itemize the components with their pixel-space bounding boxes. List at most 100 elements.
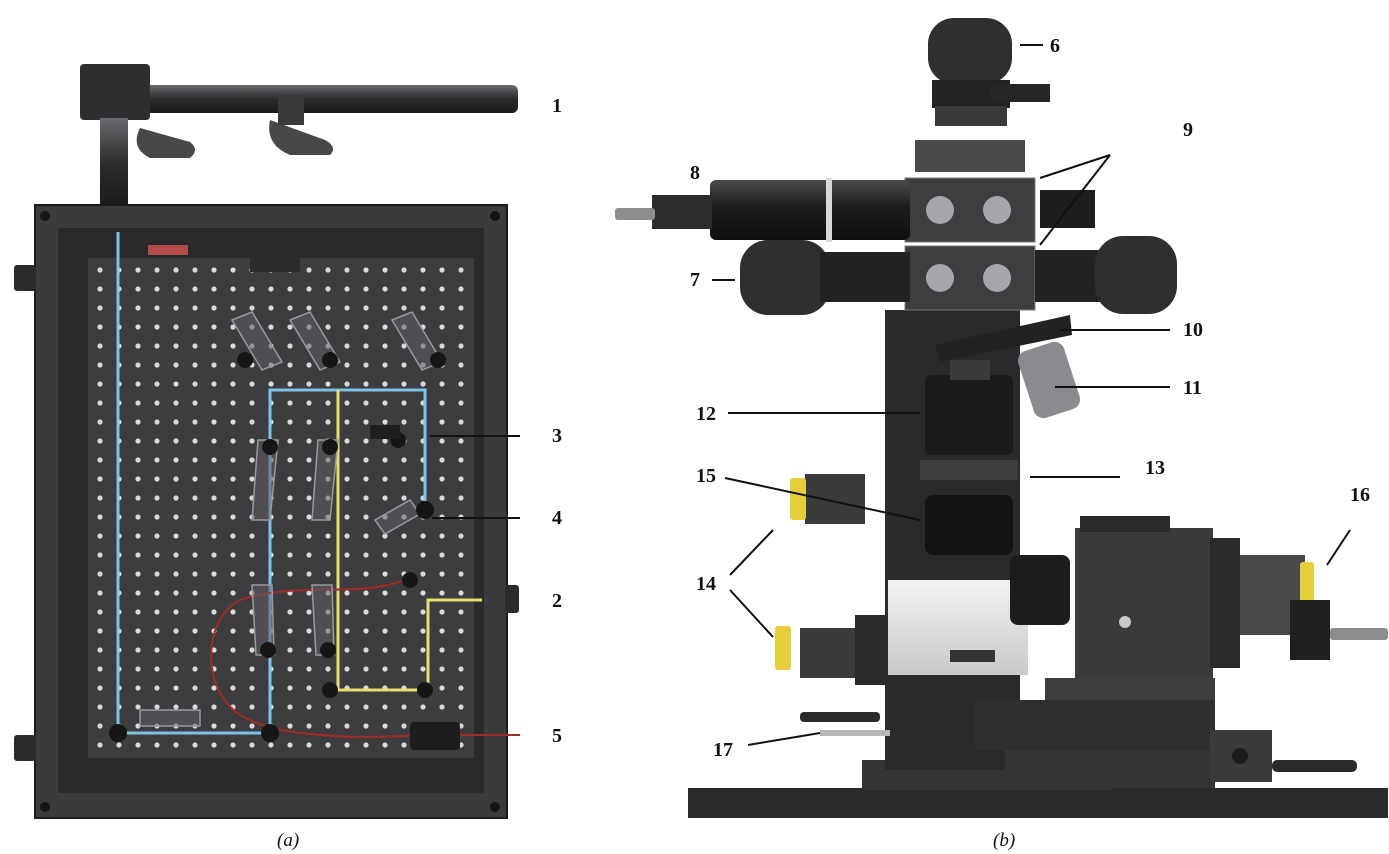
breadboard-hole <box>135 438 141 444</box>
breadboard-hole <box>382 324 388 330</box>
breadboard-hole <box>363 647 369 653</box>
breadboard-hole <box>287 723 293 729</box>
breadboard-hole <box>249 742 255 748</box>
breadboard-hole <box>135 609 141 615</box>
breadboard-hole <box>439 419 445 425</box>
breadboard-hole <box>211 609 217 615</box>
breadboard-hole <box>154 305 160 311</box>
breadboard-hole <box>135 647 141 653</box>
breadboard-hole <box>458 628 464 634</box>
breadboard-hole <box>458 381 464 387</box>
breadboard-hole <box>401 704 407 710</box>
breadboard-hole <box>439 628 445 634</box>
breadboard-hole <box>154 495 160 501</box>
breadboard-hole <box>173 419 179 425</box>
breadboard-hole <box>325 305 331 311</box>
callout-11: 11 <box>1183 377 1202 399</box>
breadboard-hole <box>458 457 464 463</box>
breadboard-hole <box>230 647 236 653</box>
breadboard-hole <box>420 628 426 634</box>
blue-beam-path <box>116 232 427 735</box>
breadboard-hole <box>135 552 141 558</box>
breadboard-hole <box>135 267 141 273</box>
breadboard-hole <box>287 476 293 482</box>
breadboard-hole <box>344 609 350 615</box>
breadboard-hole <box>135 305 141 311</box>
breadboard-hole <box>287 305 293 311</box>
breadboard-hole <box>97 723 103 729</box>
breadboard-hole <box>382 457 388 463</box>
breadboard-hole <box>211 742 217 748</box>
breadboard-hole <box>97 305 103 311</box>
breadboard-hole <box>268 381 274 387</box>
breadboard-hole <box>135 628 141 634</box>
breadboard-hole <box>135 362 141 368</box>
breadboard-hole <box>230 723 236 729</box>
panel-b-microscope <box>615 18 1388 818</box>
breadboard-hole <box>458 571 464 577</box>
breadboard-hole <box>230 609 236 615</box>
breadboard-hole <box>173 495 179 501</box>
breadboard-hole <box>363 343 369 349</box>
top-camera <box>915 18 1050 172</box>
breadboard-hole <box>192 419 198 425</box>
breadboard-hole <box>211 305 217 311</box>
breadboard-hole <box>192 305 198 311</box>
breadboard-hole <box>230 533 236 539</box>
left-tube-assembly <box>615 178 910 242</box>
breadboard-hole <box>344 704 350 710</box>
breadboard-hole <box>173 590 179 596</box>
breadboard-hole <box>439 438 445 444</box>
breadboard-hole <box>249 438 255 444</box>
breadboard-hole <box>306 514 312 520</box>
breadboard-hole <box>306 704 312 710</box>
callout-14: 14 <box>696 573 716 595</box>
breadboard-hole <box>154 704 160 710</box>
breadboard-hole <box>173 571 179 577</box>
breadboard-hole <box>382 533 388 539</box>
breadboard-hole <box>325 381 331 387</box>
breadboard-hole <box>249 571 255 577</box>
breadboard-hole <box>173 324 179 330</box>
breadboard-hole <box>173 343 179 349</box>
callout-10: 10 <box>1183 319 1203 341</box>
callout-15: 15 <box>696 465 716 487</box>
breadboard-hole <box>401 400 407 406</box>
breadboard-hole <box>211 286 217 292</box>
breadboard-hole <box>325 286 331 292</box>
breadboard-hole <box>211 400 217 406</box>
breadboard-hole <box>363 286 369 292</box>
breadboard-hole <box>344 324 350 330</box>
breadboard-hole <box>306 305 312 311</box>
breadboard-hole <box>230 362 236 368</box>
breadboard-hole <box>382 723 388 729</box>
breadboard-hole <box>363 609 369 615</box>
breadboard-hole <box>154 400 160 406</box>
breadboard-hole <box>401 590 407 596</box>
breadboard-hole <box>97 495 103 501</box>
breadboard-hole <box>249 457 255 463</box>
breadboard-hole <box>287 609 293 615</box>
breadboard-hole <box>135 476 141 482</box>
breadboard-hole <box>154 419 160 425</box>
breadboard-hole <box>420 666 426 672</box>
breadboard-hole <box>154 324 160 330</box>
breadboard-hole <box>439 324 445 330</box>
breadboard-hole <box>344 552 350 558</box>
breadboard-hole <box>249 305 255 311</box>
breadboard-hole <box>363 267 369 273</box>
breadboard-hole <box>211 495 217 501</box>
breadboard-hole <box>344 286 350 292</box>
breadboard-hole <box>344 742 350 748</box>
breadboard-hole <box>325 666 331 672</box>
breadboard-hole <box>344 362 350 368</box>
breadboard-hole <box>382 647 388 653</box>
breadboard-hole <box>97 533 103 539</box>
breadboard-hole <box>154 571 160 577</box>
breadboard-hole <box>135 457 141 463</box>
breadboard-hole <box>420 609 426 615</box>
breadboard-hole <box>173 552 179 558</box>
breadboard-hole <box>97 362 103 368</box>
breadboard-hole <box>306 666 312 672</box>
